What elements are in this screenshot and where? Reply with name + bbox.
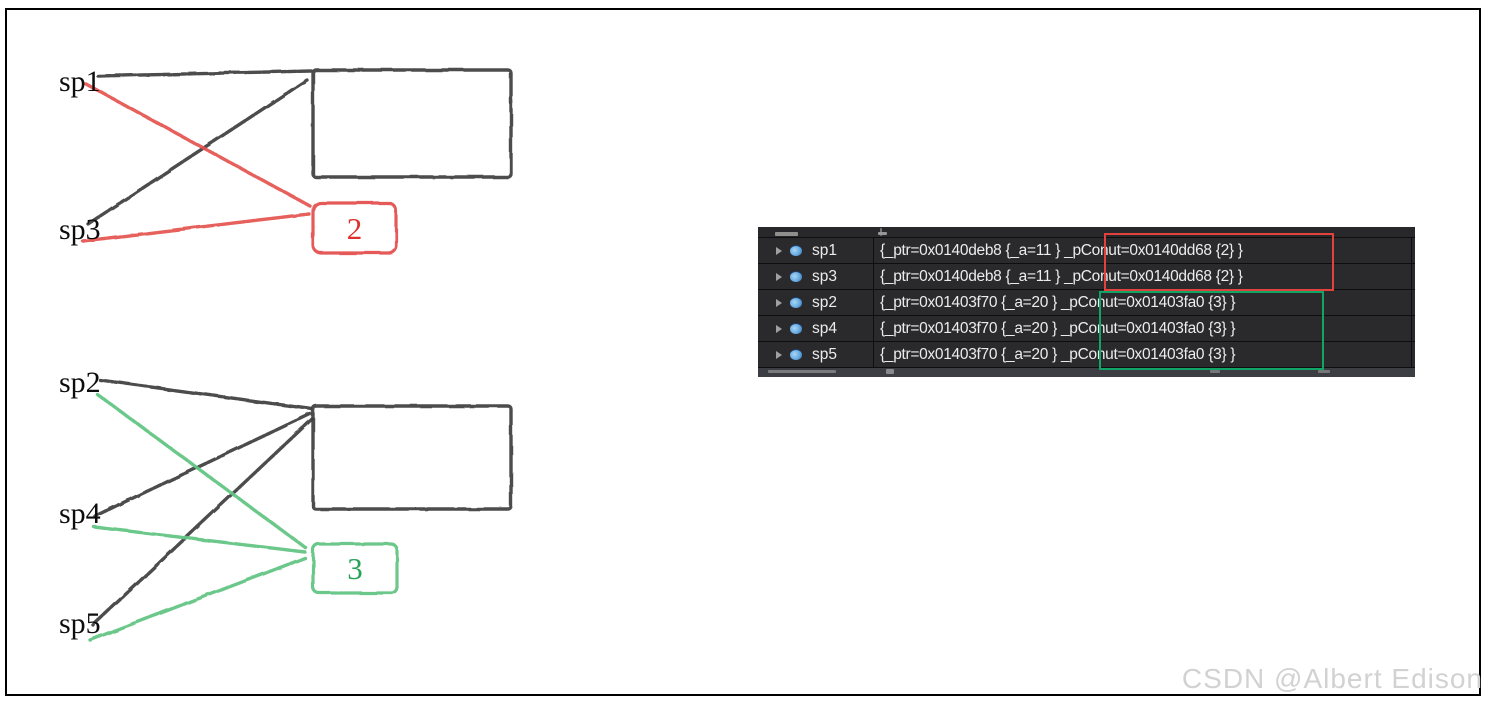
clipped-text-fragment (880, 228, 882, 236)
watch-row-sp2[interactable]: sp2 {_ptr=0x01403f70 {_a=20 } _pConut=0x… (758, 289, 1415, 315)
field-icon (790, 245, 802, 256)
expand-arrow-icon[interactable] (776, 272, 782, 281)
watch-name-cell: sp3 (758, 264, 874, 289)
field-icon (790, 271, 802, 282)
watch-name: sp2 (812, 293, 837, 311)
watch-name: sp1 (812, 241, 837, 259)
watch-value: {_ptr=0x01403f70 {_a=20 } _pConut=0x0140… (880, 319, 1236, 337)
watch-name: sp5 (812, 345, 837, 363)
ref-count-value-a: 2 (346, 211, 363, 246)
watch-row-sp5[interactable]: sp5 {_ptr=0x01403f70 {_a=20 } _pConut=0x… (758, 341, 1415, 367)
watch-name: sp4 (812, 319, 837, 337)
watch-name-cell: sp4 (758, 316, 874, 341)
ref-count-box-a (311, 201, 398, 255)
watch-value: {_ptr=0x0140deb8 {_a=11 } _pConut=0x0140… (880, 241, 1243, 259)
watermark: CSDN @Albert Edison (1181, 663, 1483, 694)
line-sp3-to-object-a (86, 78, 309, 226)
clipped-text-fragment (878, 232, 887, 235)
watch-value: {_ptr=0x01403f70 {_a=20 } _pConut=0x0140… (880, 345, 1236, 363)
line-sp2-to-count-b (95, 392, 308, 550)
object-box-a (311, 68, 513, 179)
label-sp4: sp4 (59, 497, 101, 530)
watch-row-sp1[interactable]: sp1 {_ptr=0x0140deb8 {_a=11 } _pConut=0x… (758, 237, 1415, 263)
label-sp1: sp1 (59, 65, 101, 98)
clipped-text-fragment (1318, 370, 1330, 373)
watch-name-cell: sp2 (758, 290, 874, 315)
line-sp4-to-object-b (93, 412, 312, 518)
watch-name-cell: sp1 (758, 238, 874, 263)
watch-value: {_ptr=0x01403f70 {_a=20 } _pConut=0x0140… (880, 293, 1236, 311)
clipped-text-fragment (768, 370, 836, 373)
watch-row-sp3[interactable]: sp3 {_ptr=0x0140deb8 {_a=11 } _pConut=0x… (758, 263, 1415, 289)
line-sp4-to-count-b (92, 525, 307, 554)
expand-arrow-icon[interactable] (776, 350, 782, 359)
clipped-row-bottom (758, 367, 1415, 377)
field-icon (790, 349, 802, 360)
watch-name-cell: sp5 (758, 342, 874, 367)
expand-arrow-icon[interactable] (776, 246, 782, 255)
line-sp1-to-object-a (96, 69, 313, 78)
line-sp5-to-object-b (91, 417, 314, 627)
ref-count-box-b (311, 542, 399, 595)
clipped-text-fragment (1210, 370, 1220, 373)
clipped-text-fragment (886, 369, 894, 374)
line-sp1-to-count-a (84, 82, 312, 208)
clipped-text-fragment (775, 232, 798, 236)
object-box-b (311, 404, 513, 511)
label-sp2: sp2 (59, 366, 101, 399)
expand-arrow-icon[interactable] (776, 298, 782, 307)
label-sp3: sp3 (59, 213, 101, 246)
ref-count-value-b: 3 (347, 551, 363, 586)
line-sp3-to-count-a (81, 212, 311, 243)
expand-arrow-icon[interactable] (776, 324, 782, 333)
field-icon (790, 297, 802, 308)
line-sp2-to-object-b (98, 378, 314, 411)
watch-name: sp3 (812, 267, 837, 285)
watch-value: {_ptr=0x0140deb8 {_a=11 } _pConut=0x0140… (880, 267, 1243, 285)
field-icon (790, 323, 802, 334)
watch-window: sp1 {_ptr=0x0140deb8 {_a=11 } _pConut=0x… (758, 227, 1415, 377)
column-divider-right (1411, 227, 1412, 377)
line-sp5-to-count-b (88, 556, 307, 642)
label-sp5: sp5 (59, 607, 101, 640)
watch-row-sp4[interactable]: sp4 {_ptr=0x01403f70 {_a=20 } _pConut=0x… (758, 315, 1415, 341)
clipped-row-top (758, 227, 1415, 237)
